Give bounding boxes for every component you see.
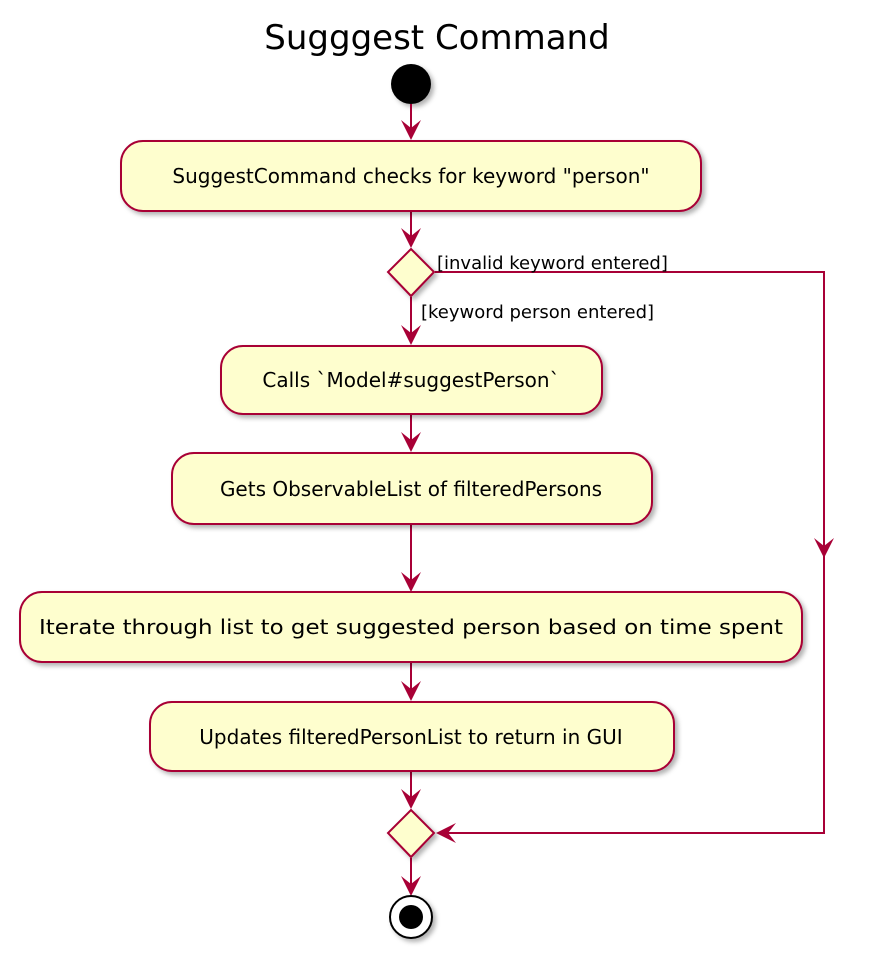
- merge-node: [386, 808, 436, 859]
- arrowhead: [436, 823, 456, 843]
- end-node: [389, 895, 433, 939]
- arrowhead: [401, 789, 421, 809]
- arrowhead: [814, 538, 834, 558]
- arrowhead: [401, 325, 421, 345]
- activity-label: SuggestCommand checks for keyword "perso…: [172, 164, 649, 188]
- activity-label: Iterate through list to get suggested pe…: [39, 615, 783, 639]
- activity-box: [171, 452, 653, 525]
- activity-calls-model: Calls `Model#suggestPerson`: [220, 345, 603, 415]
- arrowhead: [401, 432, 421, 452]
- activity-box: [220, 345, 603, 415]
- activity-label: Updates filteredPersonList to return in …: [199, 725, 622, 749]
- guard-invalid-keyword: [invalid keyword entered]: [437, 253, 668, 274]
- activity-check-keyword: SuggestCommand checks for keyword "perso…: [120, 140, 702, 212]
- activity-gets-list: Gets ObservableList of filteredPersons: [171, 452, 653, 525]
- guard-keyword-person: [keyword person entered]: [421, 302, 654, 323]
- start-node: [391, 64, 431, 104]
- activity-iterate-list: Iterate through list to get suggested pe…: [19, 591, 803, 663]
- diagram-title: Sugggest Command: [264, 18, 610, 58]
- activity-box: [149, 701, 675, 772]
- arrowhead: [401, 681, 421, 701]
- arrowhead: [401, 120, 421, 140]
- activity-label: Calls `Model#suggestPerson`: [262, 368, 559, 392]
- arrowhead: [401, 228, 421, 248]
- activity-box: [19, 591, 803, 663]
- arrowheads: [401, 120, 834, 896]
- arrowhead: [401, 876, 421, 896]
- arrowhead: [401, 572, 421, 592]
- activity-box: [120, 140, 702, 212]
- activity-updates-list: Updates filteredPersonList to return in …: [149, 701, 675, 772]
- decision-node: [386, 247, 436, 298]
- activity-label: Gets ObservableList of filteredPersons: [220, 477, 602, 501]
